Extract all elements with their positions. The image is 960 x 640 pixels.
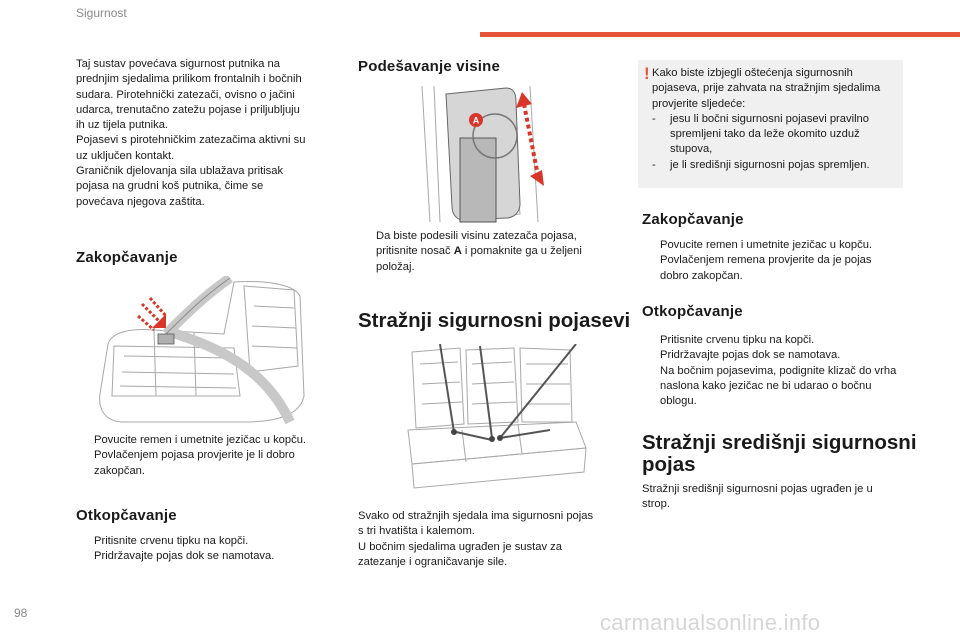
warning-item: - jesu li bočni sigurnosni pojasevi pravi… [652,112,900,158]
list-item-text: Pritisnite crvenu tipku na kopči. [660,334,815,346]
list-item: Povucite remen i umetnite jezičac u kopč… [76,433,336,448]
figure-label-a: A [473,116,480,126]
lock-list-front: Povucite remen i umetnite jezičac u kopč… [76,433,336,479]
list-item-text: Povlačenjem remena provjerite da je poja… [660,254,872,282]
warning-item-text: jesu li bočni sigurnosni pojasevi pravil… [670,112,869,156]
intro-line: udarca, trenutačno zatežu pojase i prilj… [76,103,300,116]
intro-line: Pojasevi s pirotehničkim zatezačima akti… [76,134,306,147]
list-item: Pridržavajte pojas dok se namotava. [642,348,902,363]
list-item-text: Povucite remen i umetnite jezičac u kopč… [660,239,873,251]
list-item: Na bočnim pojasevima, podignite klizač d… [642,364,902,410]
intro-line: prednjim sjedalima prilikom frontalnih i… [76,73,302,86]
rear-text-line: s tri hvatišta i kalemom. [358,525,475,538]
intro-text: Taj sustav povećava sigurnost putnika na… [76,57,336,210]
unlock-heading-front: Otkopčavanje [76,507,177,524]
warning-box: ! Kako biste izbjegli oštećenja sigurnos… [638,60,903,188]
height-item-text-b: i pomaknite ga u željeni položaj. [376,245,582,273]
intro-line: ih uz tijela putnika. [76,119,169,132]
list-item: Da biste podesili visinu zatezača pojasa… [358,229,608,275]
rear-text-line: Svako od stražnjih sjedala ima sigurnosn… [358,510,594,522]
intro-line: Taj sustav povećava sigurnost putnika na [76,58,280,70]
rear-belts-text: Svako od stražnjih sjedala ima sigurnosn… [358,509,618,570]
rear-belts-heading: Stražnji sigurnosni pojasevi [358,309,631,332]
list-item-text: Pridržavajte pojas dok se namotava. [660,349,841,362]
height-adjuster-illustration: A [421,85,544,223]
rear-center-text: Stražnji središnji sigurnosni pojas ugra… [642,483,873,511]
intro-line: uz uključen kontakt. [76,149,175,162]
unlock-heading-rear: Otkopčavanje [642,303,743,320]
list-item: Pritisnite crvenu tipku na kopči. [642,333,902,348]
list-item-text: Na bočnim pojasevima, podignite klizač d… [660,364,897,408]
warning-intro: Kako biste izbjegli oštećenja sigurnosni… [652,67,881,110]
watermark: carmanualsonline.info [600,610,821,635]
support-label-a: A [453,245,462,258]
warning-item-text: je li središnji sigurnosni pojas spremlj… [670,158,870,171]
list-item: Povlačenjem pojasa provjerite je li dobr… [76,448,336,479]
rear-center-heading: Stražnji središnji sigurnosni pojas [642,432,917,476]
list-item-text: Povucite remen i umetnite jezičac u kopč… [94,434,307,446]
rear-bench-illustration [407,344,587,489]
list-item-text: Povlačenjem pojasa provjerite je li dobr… [94,449,295,477]
list-item: Povlačenjem remena provjerite da je poja… [642,253,902,284]
list-item: Pritisnite crvenu tipku na kopči. [76,534,336,549]
rear-text-line: U bočnim sjedalima ugrađen je sustav za [358,540,562,553]
lock-list-rear: Povucite remen i umetnite jezičac u kopč… [642,238,902,284]
height-list: Da biste podesili visinu zatezača pojasa… [358,229,608,275]
rear-text-line: zatezanje i ograničavanje sile. [358,555,508,568]
rear-center-heading-line: Stražnji središnji sigurnosni [642,431,917,454]
dash-icon: - [652,158,656,171]
list-item-text: Pritisnite crvenu tipku na kopči. [94,535,249,547]
lock-heading-rear: Zakopčavanje [642,211,744,228]
front-seat-belt-illustration [99,276,305,425]
dash-icon: - [652,112,656,125]
section-header: Sigurnost [76,6,127,20]
warning-icon: ! [644,64,650,83]
height-item-text-a: Da biste podesili visinu zatezača pojasa… [376,230,577,258]
list-item: Pridržavajte pojas dok se namotava. [76,549,336,564]
lock-heading-front: Zakopčavanje [76,249,178,266]
warning-item: - je li središnji sigurnosni pojas spreml… [652,158,900,173]
list-item: Povucite remen i umetnite jezičac u kopč… [642,238,902,253]
intro-line: pojasa na grudni koš putnika, čime se [76,180,264,193]
intro-line: sudara. Pirotehnički zatezači, ovisno o … [76,88,295,101]
page-number: 98 [14,606,28,620]
unlock-list-rear: Pritisnite crvenu tipku na kopči. Pridrž… [642,333,902,409]
rear-center-heading-line: pojas [642,453,696,476]
intro-line: Graničnik djelovanja sila ublažava priti… [76,165,284,178]
header-accent-bar [480,32,960,37]
unlock-list-front: Pritisnite crvenu tipku na kopči. Pridrž… [76,534,336,565]
height-heading: Podešavanje visine [358,58,501,75]
list-item-text: Pridržavajte pojas dok se namotava. [94,550,275,563]
intro-line: povećava njegova zaštita. [76,195,205,208]
